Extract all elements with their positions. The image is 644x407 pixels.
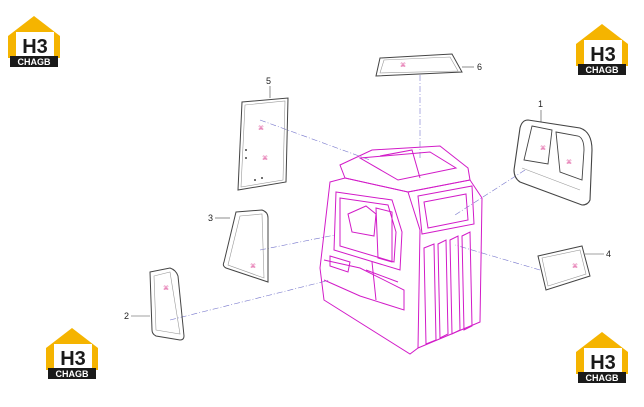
callout-6: 6 bbox=[477, 62, 482, 72]
logo-mark: H3 bbox=[590, 352, 616, 374]
part-3-quarter-glass: ⌘ bbox=[222, 209, 269, 283]
svg-text:⌘: ⌘ bbox=[163, 285, 169, 292]
callout-4: 4 bbox=[606, 249, 611, 259]
logo-label: CHAGB bbox=[56, 369, 89, 379]
svg-text:⌘: ⌘ bbox=[262, 155, 268, 162]
logo-label: CHAGB bbox=[18, 57, 51, 67]
callout-5: 5 bbox=[266, 76, 271, 86]
callout-3: 3 bbox=[208, 213, 213, 223]
brand-logo: H3 CHAGB bbox=[6, 14, 62, 68]
svg-text:⌘: ⌘ bbox=[572, 263, 578, 270]
cab-body bbox=[319, 145, 483, 355]
brand-logo: H3 CHAGB bbox=[44, 326, 100, 380]
brand-logo: H3 CHAGB bbox=[574, 330, 630, 384]
logo-label: CHAGB bbox=[586, 373, 619, 383]
callout-labels: 1 2 3 4 5 6 bbox=[124, 62, 611, 321]
logo-mark: H3 bbox=[590, 44, 616, 66]
callout-1: 1 bbox=[538, 99, 543, 109]
part-5-door-glass: ⌘ ⌘ bbox=[237, 97, 289, 191]
part-4-rear-glass: ⌘ bbox=[537, 245, 591, 291]
part-1-side-window: ⌘ ⌘ bbox=[513, 119, 593, 206]
part-2-lower-glass: ⌘ bbox=[149, 267, 185, 341]
svg-text:⌘: ⌘ bbox=[566, 159, 572, 166]
brand-logo: H3 CHAGB bbox=[574, 22, 630, 76]
logo-mark: H3 bbox=[60, 348, 86, 370]
svg-text:⌘: ⌘ bbox=[540, 145, 546, 152]
callout-2: 2 bbox=[124, 311, 129, 321]
svg-text:⌘: ⌘ bbox=[400, 62, 406, 69]
part-6-roof-glass: ⌘ bbox=[375, 53, 463, 77]
svg-text:⌘: ⌘ bbox=[258, 125, 264, 132]
logo-mark: H3 bbox=[22, 36, 48, 58]
svg-text:⌘: ⌘ bbox=[250, 263, 256, 270]
logo-label: CHAGB bbox=[586, 65, 619, 75]
callout-leaders bbox=[131, 66, 604, 317]
projection-lines bbox=[169, 75, 541, 321]
